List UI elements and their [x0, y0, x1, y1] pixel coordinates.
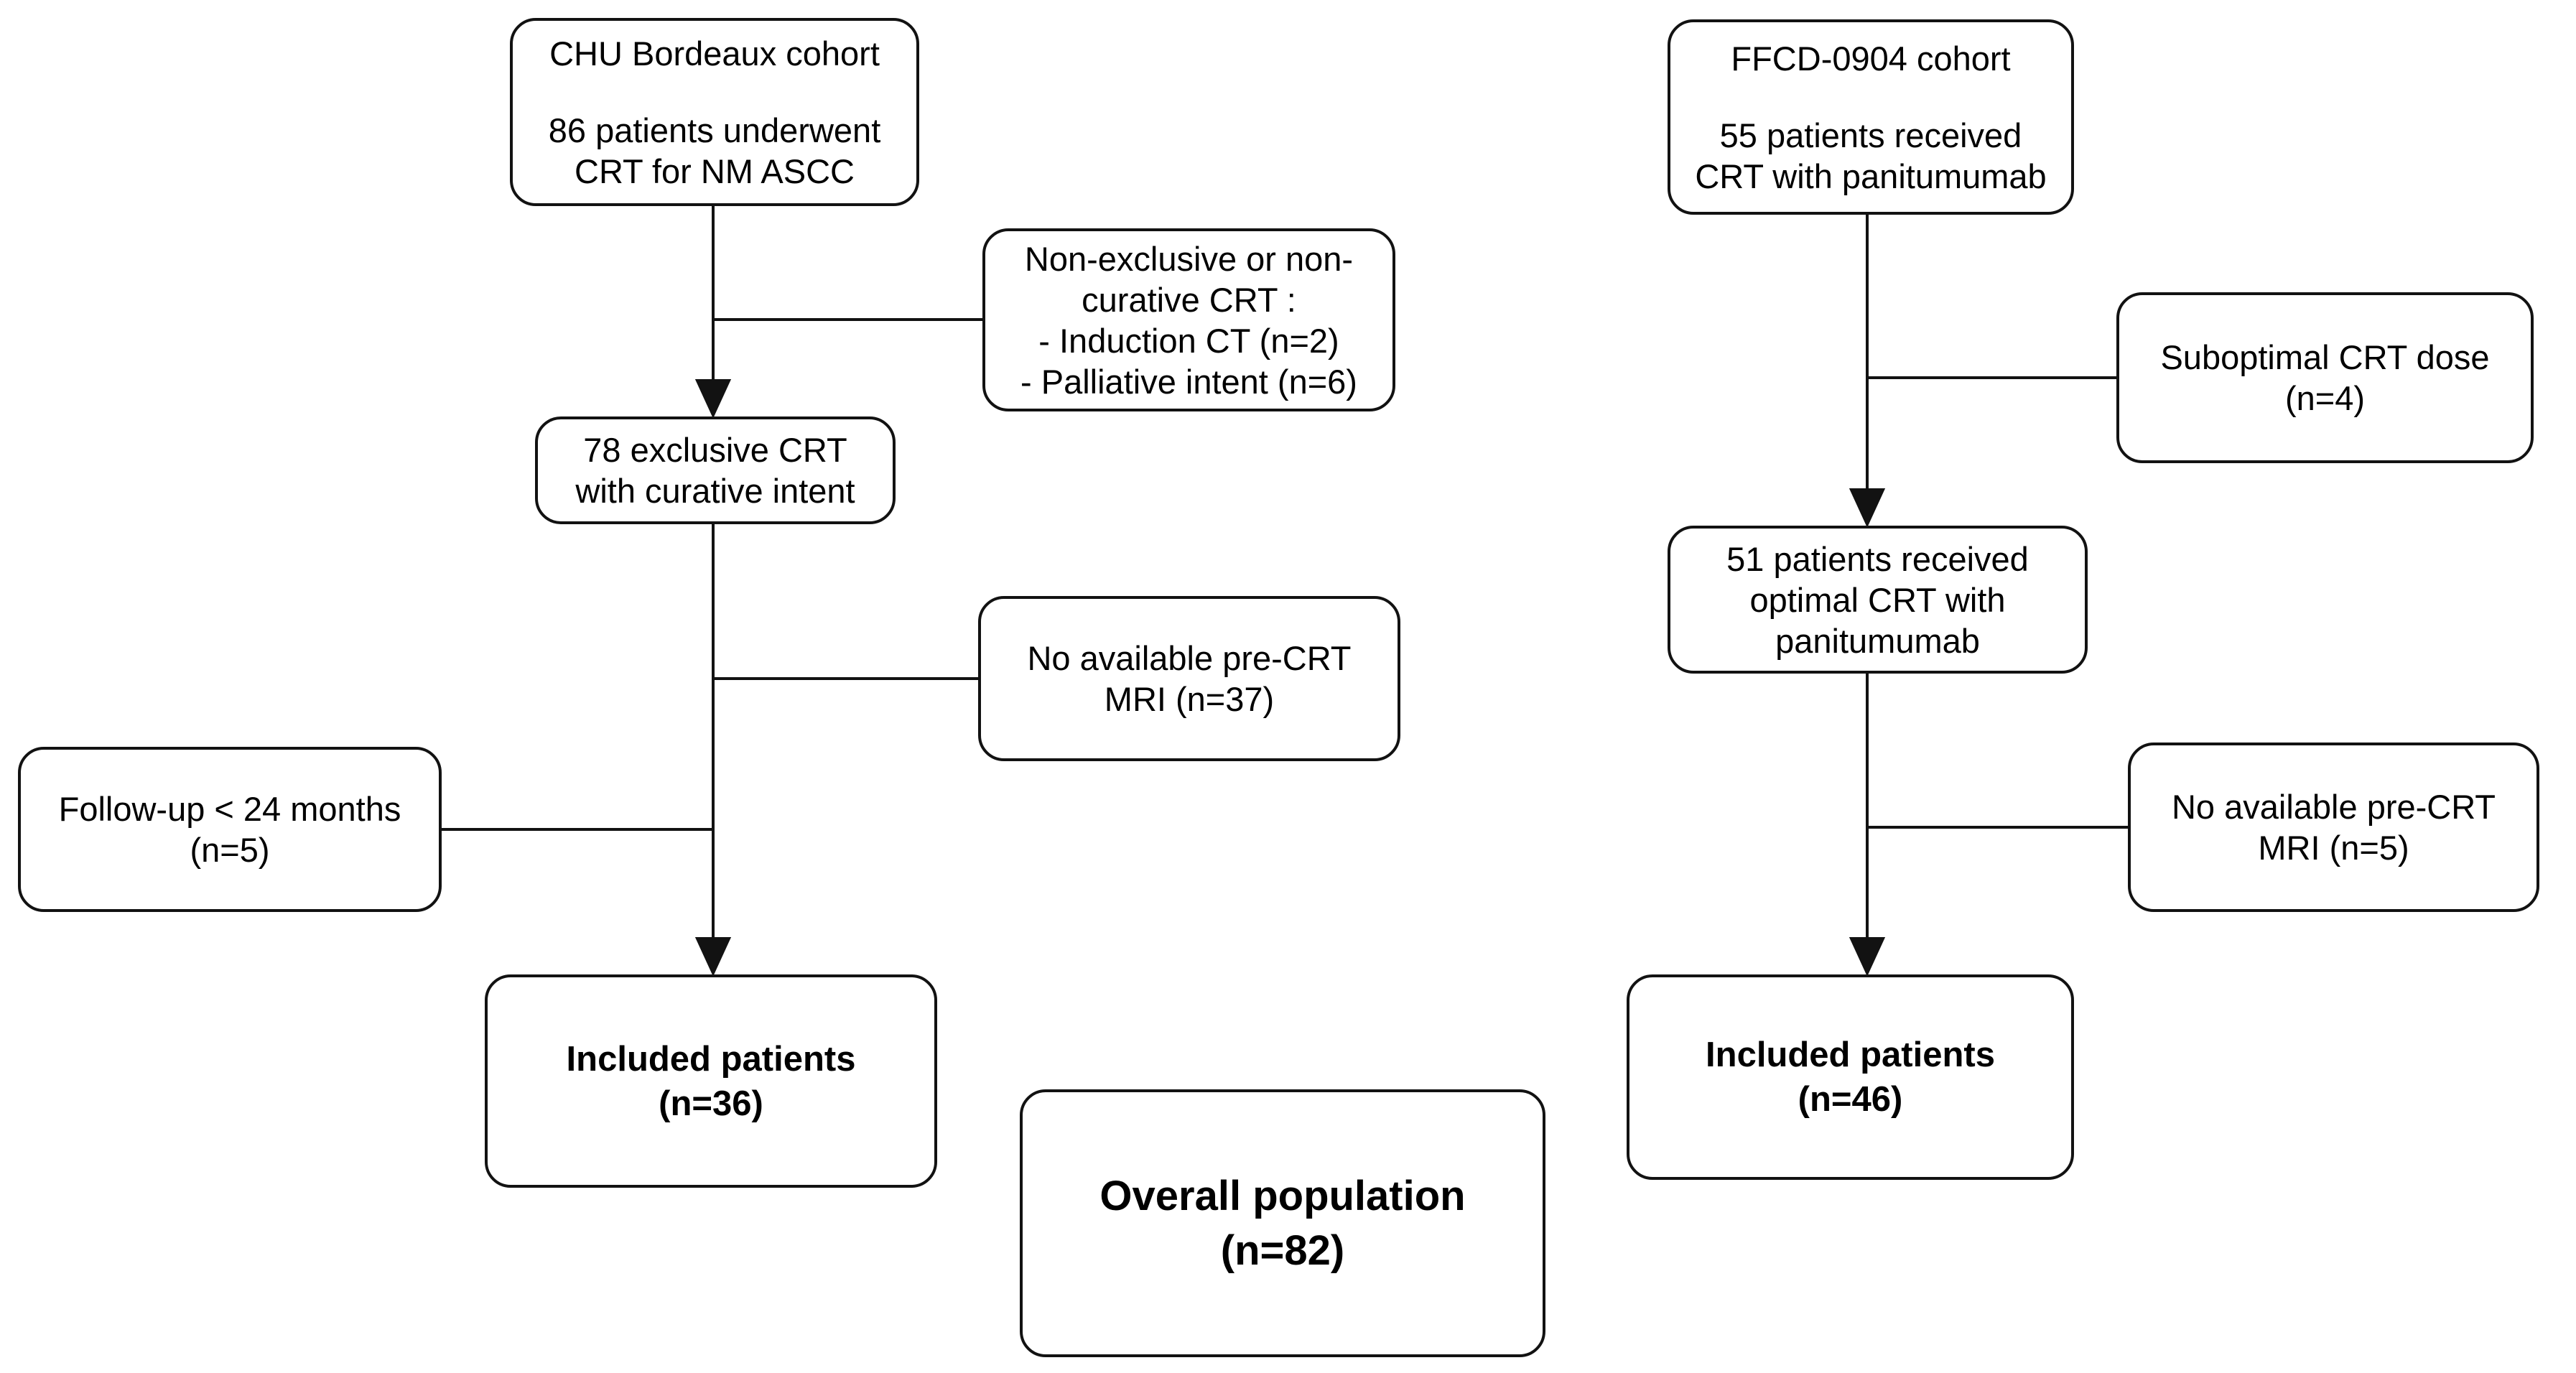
box-text-line: FFCD-0904 cohort — [1731, 39, 2011, 78]
box-text-line: Suboptimal CRT dose — [2160, 338, 2490, 376]
box-text-line: Included patients — [1706, 1035, 1995, 1074]
box-text-line: (n=4) — [2284, 379, 2366, 417]
included-patients-left-box: Included patients (n=36) — [485, 974, 937, 1188]
box-text-line: (n=5) — [190, 831, 270, 869]
box-text-line: Included patients — [566, 1039, 856, 1079]
box-text-line: No available pre-CRT — [1027, 639, 1352, 677]
box-text-line: optimal CRT with — [1749, 580, 2006, 619]
box-text-line: (n=82) — [1220, 1227, 1345, 1274]
box-text-line: CRT for NM ASCC — [575, 152, 855, 190]
non-exclusive-crt-exclusion-box: Non-exclusive or non- curative CRT : - I… — [982, 228, 1395, 411]
chu-cohort-box: CHU Bordeaux cohort 86 patients underwen… — [510, 18, 919, 206]
arrowhead-into-optimal-box — [1849, 488, 1886, 528]
suboptimal-crt-exclusion-box: Suboptimal CRT dose (n=4) — [2116, 292, 2534, 463]
box-text-line: MRI (n=37) — [1104, 680, 1275, 718]
box-text-line: - Palliative intent (n=6) — [1020, 362, 1357, 401]
ffcd-cohort-box: FFCD-0904 cohort 55 patients received CR… — [1668, 19, 2074, 215]
box-text-line: 86 patients underwent — [548, 111, 881, 149]
box-text-line: Follow-up < 24 months — [58, 790, 401, 828]
box-text-line: Non-exclusive or non- — [1024, 239, 1354, 278]
box-text-line: CHU Bordeaux cohort — [549, 34, 880, 73]
box-text-line: curative CRT : — [1082, 280, 1296, 319]
box-text-line: (n=36) — [659, 1084, 763, 1123]
arrowhead-into-included-left-box — [694, 937, 732, 977]
follow-up-exclusion-box: Follow-up < 24 months (n=5) — [18, 747, 442, 912]
no-mri-right-exclusion-box: No available pre-CRT MRI (n=5) — [2128, 743, 2539, 912]
box-text-line: panitumumab — [1775, 621, 1980, 660]
box-text-line: No available pre-CRT — [2171, 788, 2496, 826]
no-mri-left-exclusion-box: No available pre-CRT MRI (n=37) — [978, 596, 1400, 761]
box-text-line: 51 patients received — [1726, 539, 2029, 578]
box-text-line: 55 patients received — [1719, 116, 2022, 154]
optimal-crt-box: 51 patients received optimal CRT with pa… — [1668, 526, 2088, 674]
box-text-line: MRI (n=5) — [2258, 829, 2409, 867]
box-text-line: 78 exclusive CRT — [583, 431, 847, 469]
box-text-line: (n=46) — [1798, 1080, 1903, 1119]
box-text-line: with curative intent — [575, 472, 855, 510]
included-patients-right-box: Included patients (n=46) — [1627, 974, 2074, 1180]
box-text-line: Overall population — [1099, 1172, 1466, 1219]
overall-population-box: Overall population (n=82) — [1020, 1089, 1545, 1357]
box-text-line: - Induction CT (n=2) — [1038, 321, 1339, 360]
exclusive-crt-box: 78 exclusive CRT with curative intent — [535, 416, 896, 524]
arrowhead-into-exclusive-box — [694, 379, 732, 419]
box-text-line: CRT with panitumumab — [1695, 157, 2047, 195]
arrowhead-into-included-right-box — [1849, 937, 1886, 977]
